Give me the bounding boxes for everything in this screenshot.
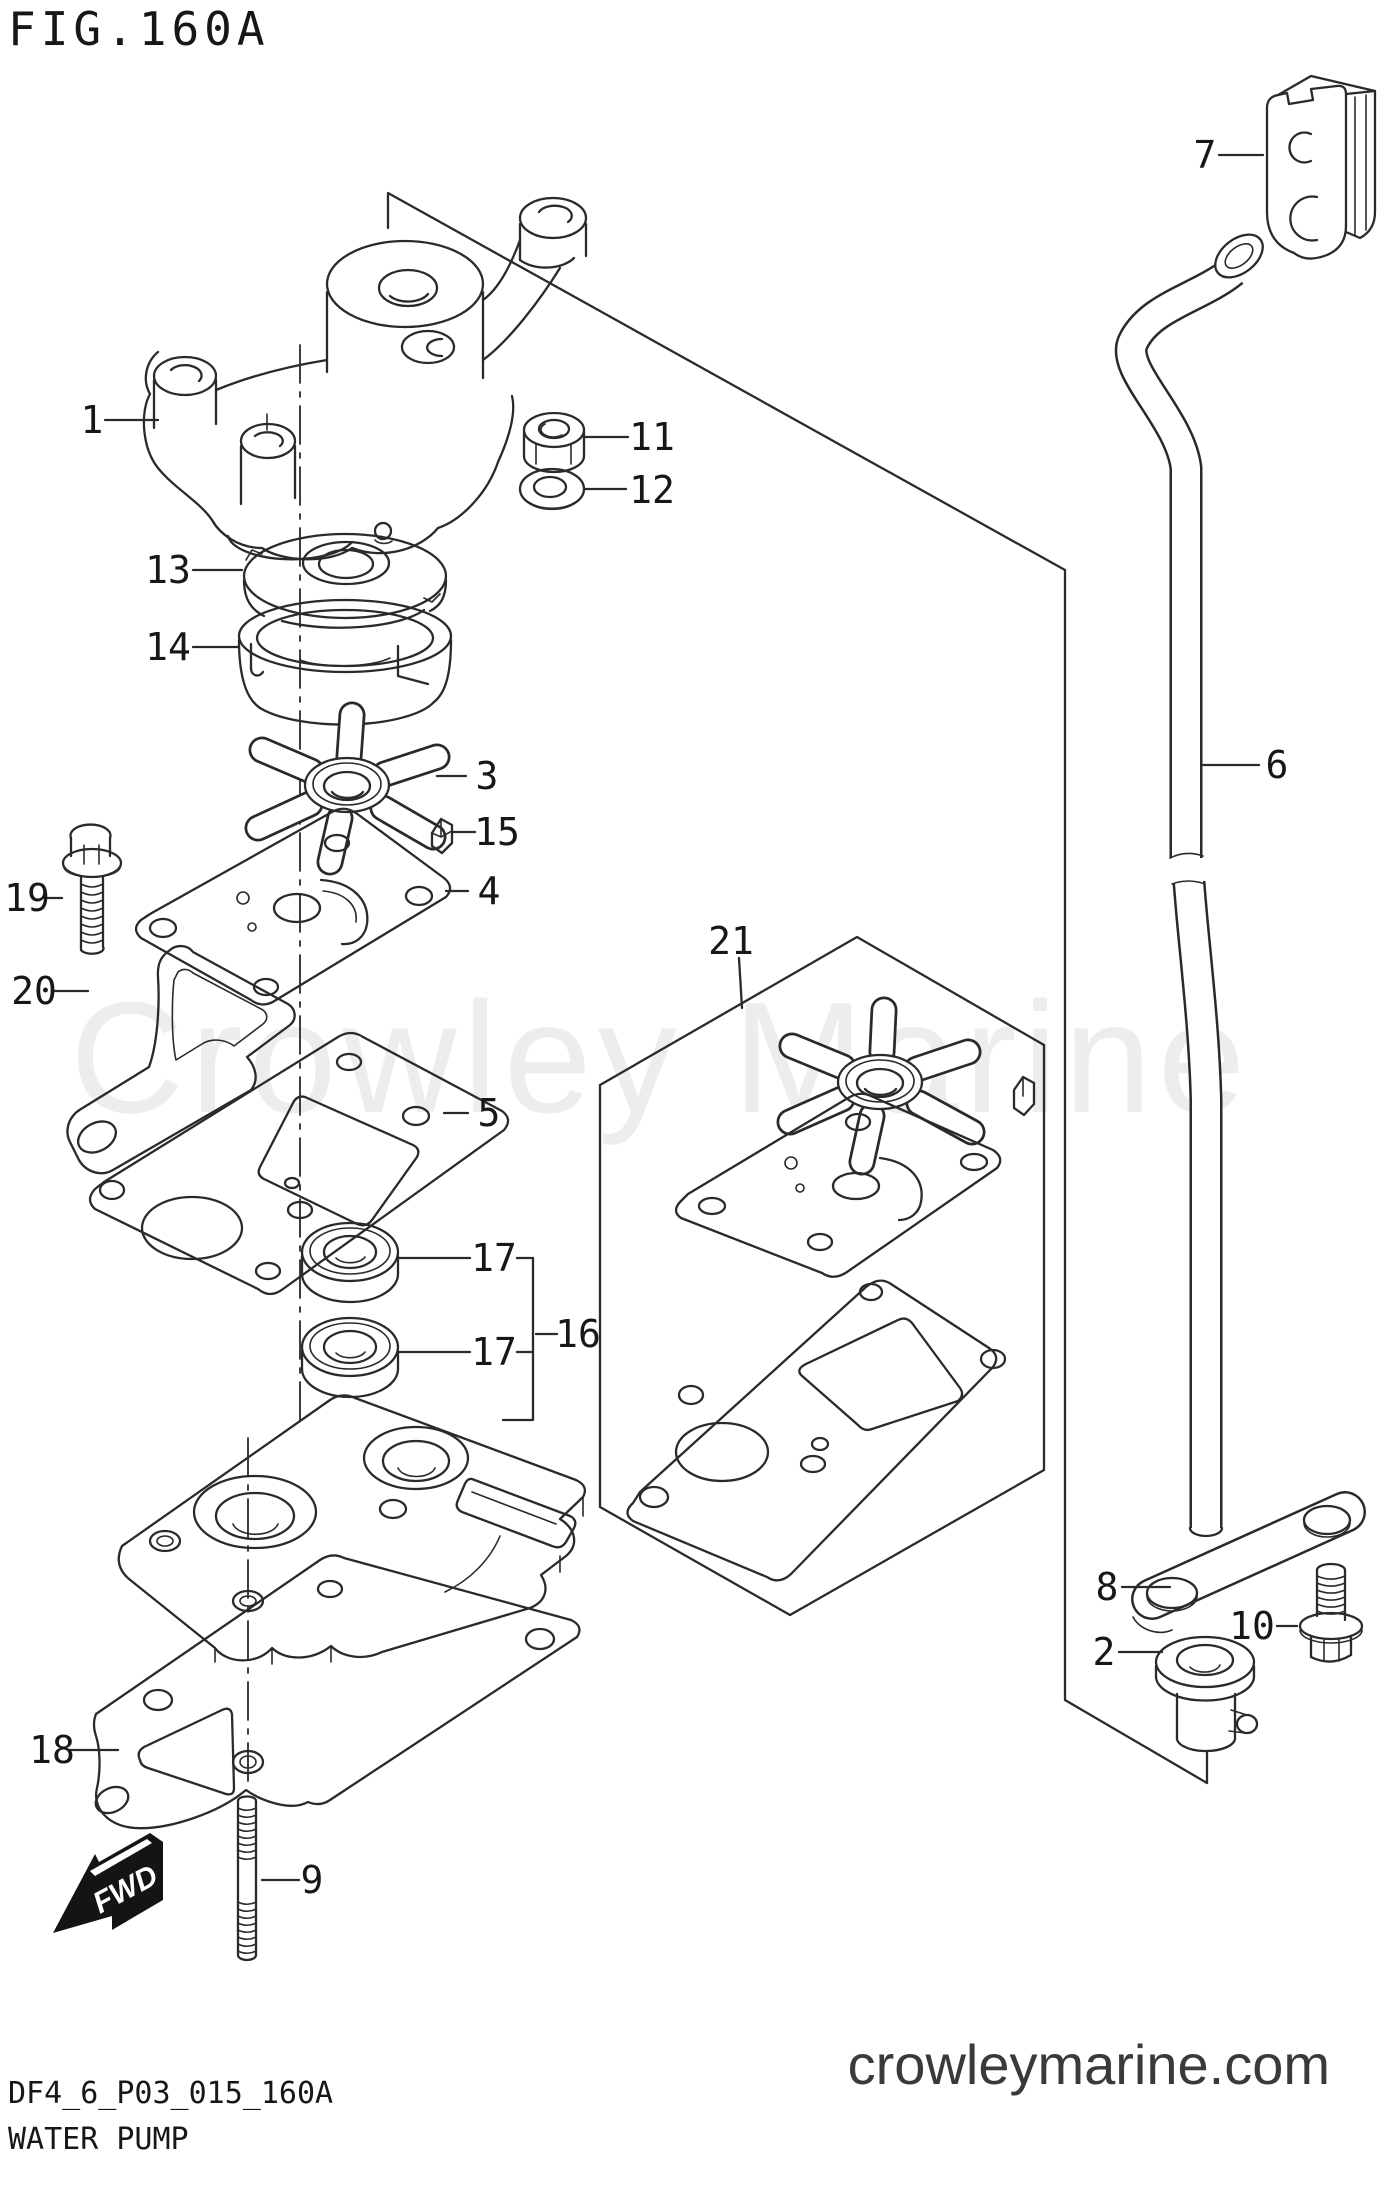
figure-title: FIG.160A	[8, 2, 270, 56]
part-bolt	[61, 823, 123, 955]
part-seal-grommet	[1154, 1635, 1259, 1753]
part-case-ring	[242, 532, 448, 629]
part-pump-cup	[237, 598, 453, 726]
kit-pump-gasket	[626, 1279, 1007, 1582]
callout-8-17: 8	[1095, 1565, 1119, 1609]
callout-7-15: 7	[1193, 133, 1217, 177]
callout-1-0: 1	[80, 398, 104, 442]
center-axis-line	[247, 344, 301, 1789]
callout-19-8: 19	[4, 876, 50, 920]
part-oil-seal-lower	[300, 1316, 400, 1399]
part-impeller	[244, 701, 451, 876]
part-tube-grommet	[1265, 74, 1377, 260]
website-watermark: crowleymarine.com	[847, 2033, 1330, 2096]
callout-12-2: 12	[629, 468, 675, 512]
part-water-tube	[1114, 233, 1264, 1538]
callout-14-4: 14	[145, 625, 191, 669]
watermark-text: Crowley Marine	[70, 970, 1252, 1146]
callout-17-13: 17	[471, 1330, 517, 1374]
callout-6-16: 6	[1265, 743, 1289, 787]
part-exhaust-gasket	[66, 944, 296, 1175]
part-tube-clamp	[1131, 1491, 1366, 1634]
callout-4-7: 4	[477, 869, 501, 913]
kit-box-outline	[598, 935, 1046, 1617]
callout-15-6: 15	[474, 810, 520, 854]
callout-20-9: 20	[11, 969, 57, 1013]
callout-2-19: 2	[1092, 1630, 1116, 1674]
kit-pump-plate	[674, 1092, 1002, 1278]
drawing-code: DF4_6_P03_015_160A	[8, 2076, 334, 2111]
kit-impeller-key	[1012, 1075, 1036, 1117]
part-oil-seal-upper	[300, 1221, 400, 1304]
part-clamp-bolt	[1298, 1562, 1364, 1663]
part-pump-plate	[134, 807, 452, 1006]
callout-18-20: 18	[29, 1728, 75, 1772]
part-under-panel-gasket	[92, 1554, 581, 1830]
callout-10-18: 10	[1229, 1604, 1275, 1648]
drawing-title: WATER PUMP	[8, 2122, 189, 2157]
callout-13-3: 13	[145, 548, 191, 592]
part-pump-gasket	[88, 1031, 510, 1296]
callout-17-11: 17	[471, 1236, 517, 1280]
assembly-fold-line	[386, 191, 1209, 1785]
callout-3-5: 3	[475, 754, 499, 798]
callout-9-21: 9	[300, 1858, 324, 1902]
part-water-pump-case	[142, 196, 588, 561]
part-stud-bolt	[236, 1795, 258, 1962]
callout-11-1: 11	[629, 415, 675, 459]
callout-5-10: 5	[477, 1091, 501, 1135]
part-impeller-key	[430, 817, 454, 855]
leader-lines	[42, 153, 1299, 1882]
callout-16-12: 16	[555, 1312, 601, 1356]
callout-21-14: 21	[708, 919, 754, 963]
